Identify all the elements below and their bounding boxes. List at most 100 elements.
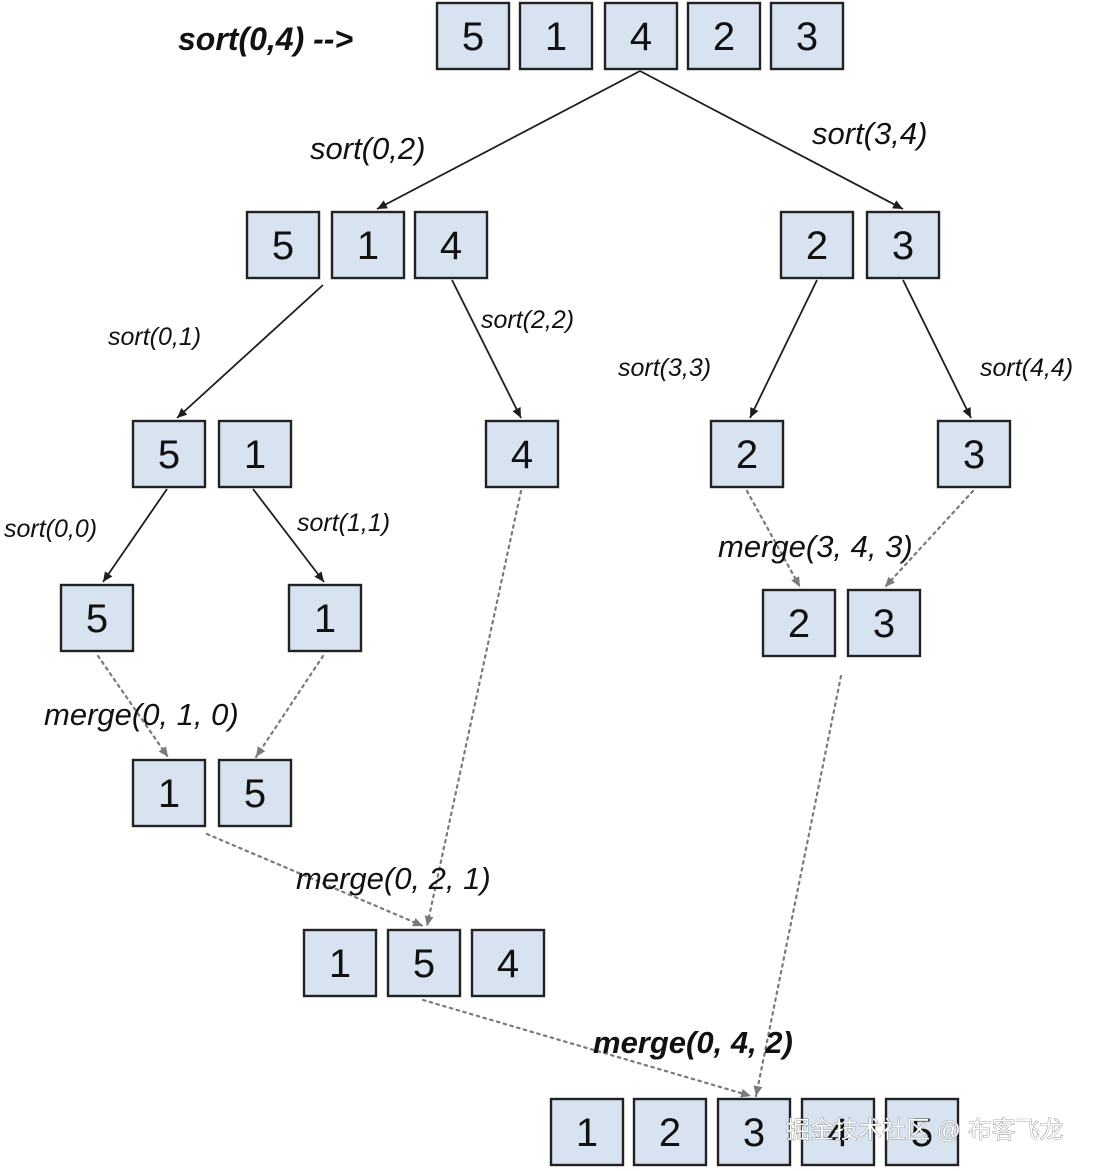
- array-m-final: 1 2 3 4 5: [549, 1097, 960, 1167]
- sort-2-2-label: sort(2,2): [481, 306, 574, 334]
- cell-value: 4: [630, 15, 652, 59]
- cell-box: [484, 419, 560, 489]
- cell-value: 1: [545, 15, 567, 59]
- array-cell: 5: [59, 583, 135, 653]
- array-cell: 4: [470, 928, 546, 998]
- cell-box: [413, 210, 489, 280]
- cell-value: 3: [743, 1111, 765, 1155]
- connectors: [96, 70, 975, 1098]
- sort-3-3-label: sort(3,3): [618, 354, 711, 382]
- array-cell: 1: [287, 583, 363, 653]
- cell-box: [245, 210, 321, 280]
- sort-0-0-label: sort(0,0): [4, 515, 97, 543]
- sort-1-1-label: sort(1,1): [297, 509, 390, 537]
- cell-box: [769, 1, 845, 71]
- array-cell: 1: [549, 1097, 625, 1167]
- edge-l2a-to-l3b: [252, 488, 325, 583]
- sort-4-4-label: sort(4,4): [980, 354, 1073, 382]
- cell-box: [779, 210, 855, 280]
- merge-0-2-1-label: merge(0, 2, 1): [296, 861, 491, 896]
- edge-merge343-to-final: [753, 674, 843, 1098]
- array-cell: 4: [484, 419, 560, 489]
- edge-root-to-right: [639, 70, 904, 210]
- array-cell: 5: [435, 1, 511, 71]
- cell-value: 4: [497, 942, 519, 986]
- array-cell: 1: [518, 1, 594, 71]
- sort-0-1-label: sort(0,1): [108, 323, 201, 351]
- cell-box: [217, 419, 293, 489]
- array-cell: 4: [413, 210, 489, 280]
- cell-value: 4: [827, 1111, 849, 1155]
- array-cell: 1: [217, 419, 293, 489]
- edge-root-to-left: [376, 70, 641, 210]
- array-cell: 5: [131, 419, 207, 489]
- edge-l1left-to-l2b: [451, 279, 522, 419]
- merge-3-4-3-label: merge(3, 4, 3): [718, 529, 913, 564]
- cell-value: 3: [963, 433, 985, 477]
- cell-box: [865, 210, 941, 280]
- cell-box: [217, 758, 293, 828]
- array-l3-b: 1: [287, 583, 363, 653]
- cell-value: 1: [576, 1111, 598, 1155]
- cell-value: 2: [713, 15, 735, 59]
- cell-value: 5: [158, 433, 180, 477]
- cell-value: 5: [462, 15, 484, 59]
- cell-box: [884, 1097, 960, 1167]
- array-cell: 2: [709, 419, 785, 489]
- cell-value: 1: [244, 433, 266, 477]
- edge-l1left-to-l2a: [176, 284, 324, 419]
- array-cell: 3: [716, 1097, 792, 1167]
- array-l2-d: 3: [936, 419, 1012, 489]
- sort-3-4-label: sort(3,4): [812, 116, 927, 151]
- cell-value: 5: [413, 942, 435, 986]
- cell-box: [302, 928, 378, 998]
- cell-value: 5: [86, 597, 108, 641]
- array-l3-a: 5: [59, 583, 135, 653]
- cell-box: [632, 1097, 708, 1167]
- cell-box: [330, 210, 406, 280]
- cell-value: 2: [806, 224, 828, 268]
- watermark: 掘金技术社区 @ 布客飞龙: [786, 1117, 1064, 1144]
- cell-value: 2: [736, 433, 758, 477]
- array-cell: 2: [632, 1097, 708, 1167]
- cell-value: 1: [158, 772, 180, 816]
- edge-l2d-to-merge343: [883, 489, 975, 589]
- array-cell: 1: [302, 928, 378, 998]
- merge-0-1-0-label: merge(0, 1, 0): [44, 697, 239, 732]
- sort-0-2-label: sort(0,2): [310, 131, 425, 166]
- array-l2-b: 4: [484, 419, 560, 489]
- edge-l3b-to-merge010: [254, 654, 325, 759]
- array-cell: 1: [330, 210, 406, 280]
- cell-box: [470, 928, 546, 998]
- cell-value: 5: [911, 1111, 933, 1155]
- cell-box: [518, 1, 594, 71]
- cell-box: [386, 928, 462, 998]
- cell-box: [709, 419, 785, 489]
- edge-l2b-to-merge021: [424, 489, 523, 928]
- array-cell: 2: [686, 1, 762, 71]
- edge-l2c-to-merge343: [745, 489, 802, 589]
- array-cell: 3: [936, 419, 1012, 489]
- cell-box: [800, 1097, 876, 1167]
- edge-l1right-to-l2d: [902, 279, 972, 419]
- array-cell: 4: [603, 1, 679, 71]
- cell-value: 2: [659, 1111, 681, 1155]
- cell-box: [131, 758, 207, 828]
- array-cell: 3: [865, 210, 941, 280]
- cell-value: 2: [788, 602, 810, 646]
- cell-box: [131, 419, 207, 489]
- array-cell: 5: [245, 210, 321, 280]
- cell-box: [846, 588, 922, 658]
- root-call-label: sort(0,4) -->: [178, 21, 353, 57]
- array-cell: 5: [217, 758, 293, 828]
- array-cell: 3: [846, 588, 922, 658]
- array-cell: 3: [769, 1, 845, 71]
